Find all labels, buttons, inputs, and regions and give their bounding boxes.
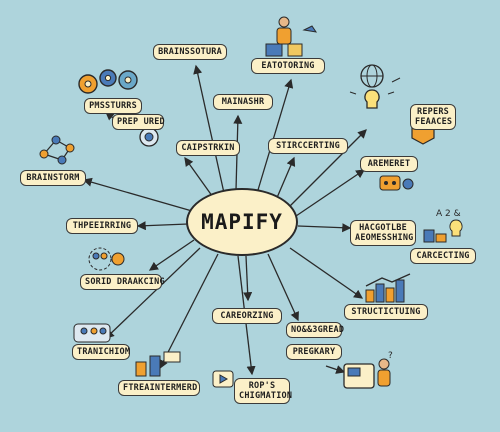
- node-nogistoread: NO&&3GREAD: [286, 322, 344, 338]
- node-mainashr: MAINASHR: [213, 94, 273, 110]
- node-pmssturrs: PMSSTURRS: [84, 98, 142, 114]
- node-repers: REPERS FEAACES: [410, 104, 456, 130]
- node-repers-line2: FEAACES: [415, 117, 453, 127]
- formula-bulb-icon: A 2 &: [423, 209, 463, 243]
- node-brainstorm: BRAINSTORM: [20, 170, 86, 186]
- node-stircerting: STIRCCERTING: [268, 138, 348, 154]
- center-node: MAPIFY: [186, 188, 298, 256]
- connector-aremeret: [295, 169, 366, 217]
- gears-icon: [78, 69, 138, 94]
- node-repers-line1: REPERS: [417, 107, 449, 117]
- connector-ftreaintermerd: [159, 253, 219, 370]
- node-ftreaintermerd: FTREAINTERMERD: [118, 380, 200, 396]
- node-preggary: PREGKARY: [286, 344, 342, 360]
- node-carcecting: CARCECTING: [410, 248, 476, 264]
- node-brainssotura: BRAINSSOTURA: [153, 44, 227, 60]
- connector-brainstorm: [82, 177, 193, 212]
- node-hacgotlbe: HACGOTLBE AEOMESSHING: [350, 220, 416, 246]
- node-theperring: THPEEIRRING: [66, 218, 138, 234]
- connector-sorid: [148, 239, 195, 271]
- presenter-icon: [265, 16, 318, 57]
- svg-text:?: ?: [388, 351, 393, 361]
- node-prep-ured: PREP URED: [112, 114, 165, 130]
- node-hacgotlbe-line1: HACGOTLBE: [359, 223, 407, 233]
- node-hacgotlbe-line2: AEOMESSHING: [355, 233, 414, 243]
- bar-chart-icon: [365, 273, 411, 303]
- connector-tranichiom: [105, 247, 201, 339]
- node-caipstrkin: CAIPSTRKIN: [176, 140, 240, 156]
- node-aremeret: AREMERET: [360, 156, 418, 172]
- node-rops-line2: CHIGMATION: [239, 391, 293, 401]
- connector-nogistoread: [267, 253, 299, 322]
- connector-eatotoring: [257, 78, 294, 191]
- connector-stircerting: [275, 156, 296, 201]
- svg-text:A 2 &: A 2 &: [436, 209, 461, 219]
- node-sorid-draakcing: SORID DRAAKCING: [80, 274, 165, 290]
- network-icon: [39, 135, 75, 165]
- node-eatotoring: EATOTORING: [251, 58, 325, 74]
- node-rops: ROP'S CHIGMATION: [234, 378, 293, 404]
- people-cycle-icon: [88, 247, 125, 271]
- node-tranichiom: TRANICHIOM: [72, 344, 130, 360]
- connector-careorzing: [243, 255, 253, 302]
- lightbulb-globe-icon: [349, 64, 401, 109]
- node-structicting: STRUCTICTUING: [344, 304, 428, 320]
- connector-theperring: [136, 221, 189, 231]
- team-icon: [73, 323, 111, 343]
- connector-hacgotlbe: [297, 223, 352, 233]
- node-careorzing: CAREORZING: [212, 308, 282, 324]
- person-laptop-icon: ?: [343, 351, 393, 389]
- node-rops-line1: ROP'S: [248, 381, 276, 391]
- connector-preggary: [325, 365, 346, 374]
- connector-structicting: [289, 247, 364, 299]
- connector-brainssotura: [193, 64, 225, 194]
- robot-icon: [379, 175, 414, 191]
- connector-repers: [287, 129, 367, 209]
- circle-badge-icon: [139, 127, 159, 147]
- video-play-icon: [212, 370, 234, 388]
- workflow-people-icon: [135, 351, 181, 377]
